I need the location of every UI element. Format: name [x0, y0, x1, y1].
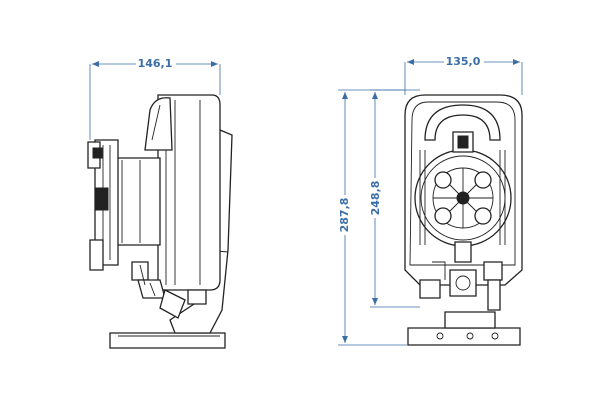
total-height-label: 287,8	[338, 198, 351, 233]
side-view	[87, 94, 233, 349]
body-height-label: 248,8	[369, 181, 382, 216]
front-view	[404, 94, 523, 346]
side-width-label: 146,1	[138, 57, 173, 70]
front-width-label: 135,0	[446, 55, 481, 68]
